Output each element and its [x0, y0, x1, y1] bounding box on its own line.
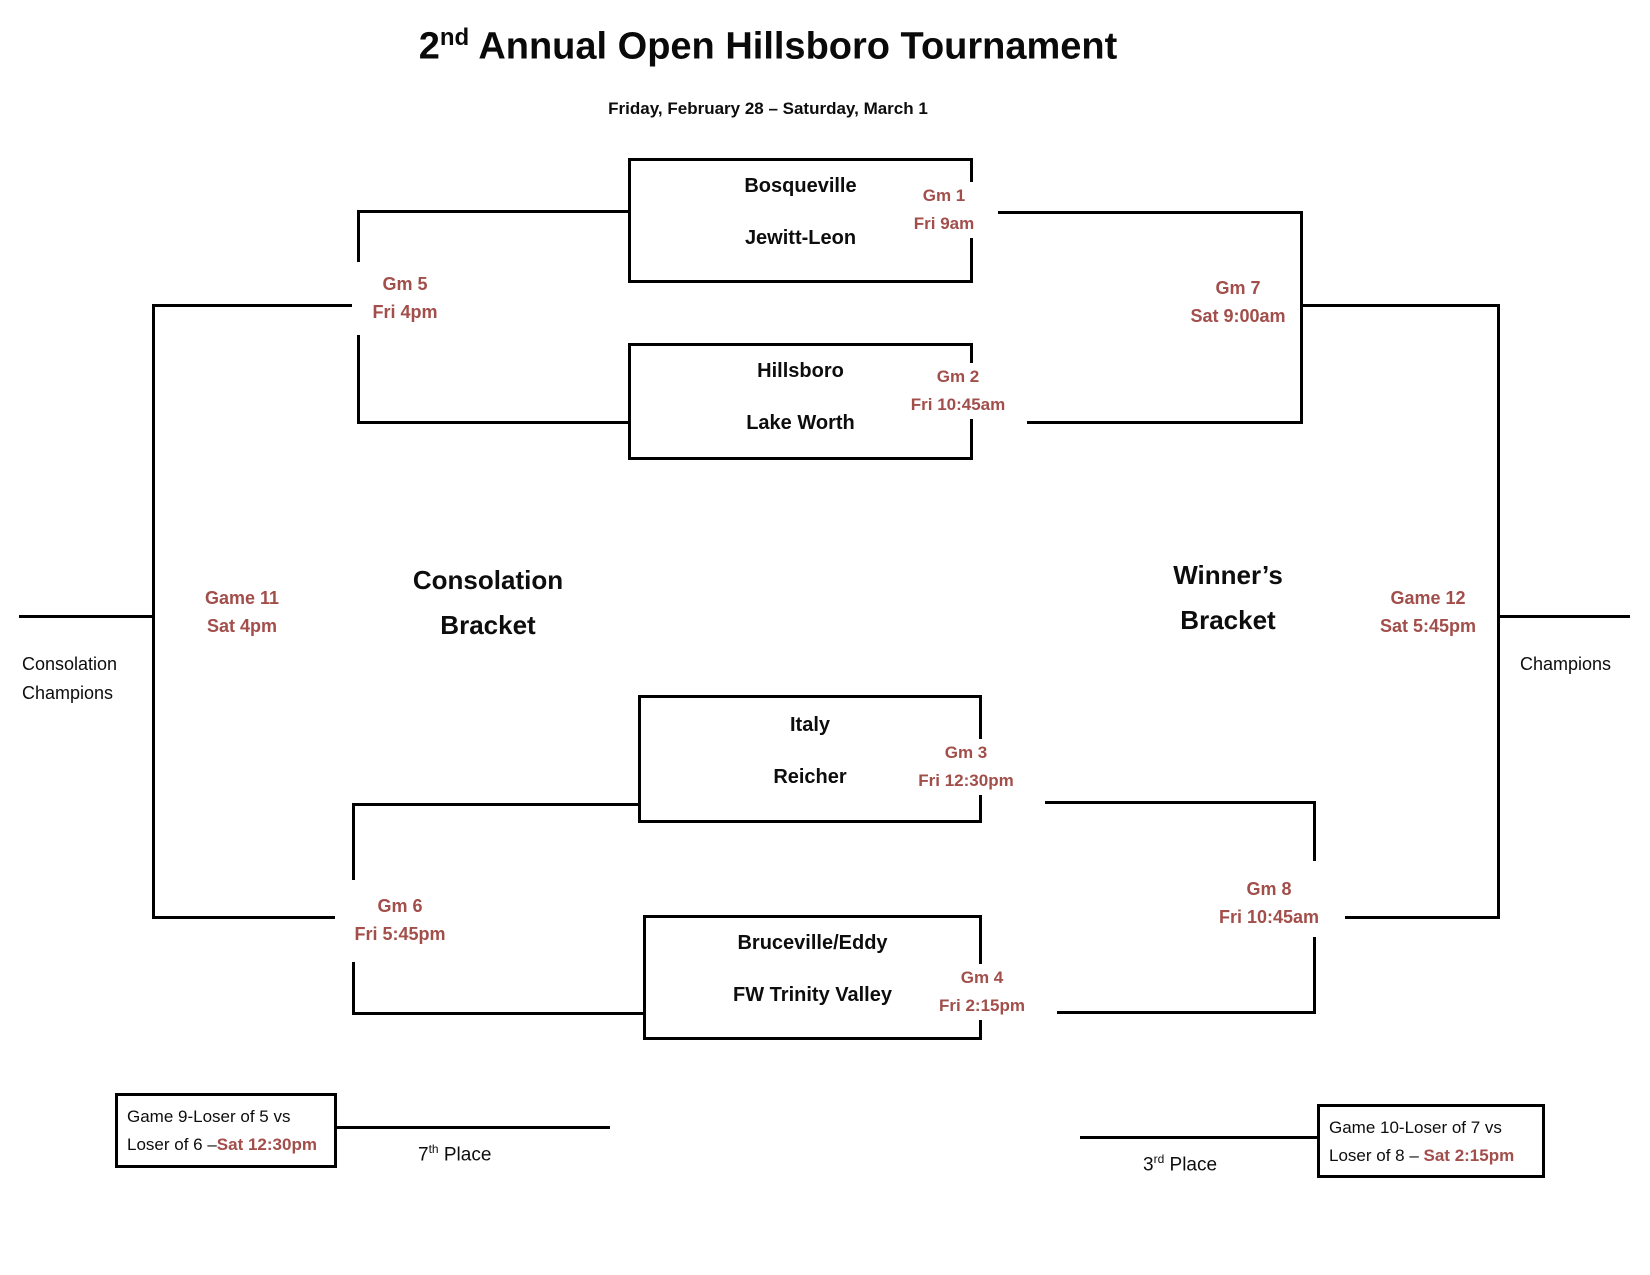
team-name: Italy [789, 714, 831, 736]
connector-line [357, 210, 360, 262]
connector-line [998, 211, 1300, 214]
consolation-champions-label: Consolation Champions [22, 650, 117, 708]
title-number: 2 [418, 25, 440, 68]
game-time: Sat 9:00am [1190, 306, 1286, 326]
game10-line2-black: Loser of 8 – [1329, 1146, 1424, 1165]
place-number: 7 [418, 1144, 429, 1166]
connector-line [357, 335, 360, 424]
game9-line2: Loser of 6 –Sat 12:30pm [127, 1131, 334, 1159]
game10-line2: Loser of 8 – Sat 2:15pm [1329, 1142, 1542, 1170]
connector-line [1300, 211, 1303, 424]
game-time: Sat 5:45pm [1379, 616, 1477, 636]
label-line: Bracket [1180, 605, 1276, 635]
team-name: Hillsboro [757, 360, 844, 382]
game-time: Fri 5:45pm [354, 924, 446, 944]
team-name: Lake Worth [746, 412, 855, 434]
connector-line [1057, 1011, 1313, 1014]
connector-line [357, 421, 628, 424]
seventh-place-label: 7th Place [418, 1142, 491, 1166]
game9-line2-black: Loser of 6 – [127, 1135, 217, 1154]
game-time: Fri 9am [913, 214, 975, 233]
game-number: Gm 2 [936, 367, 980, 386]
game9-box: Game 9-Loser of 5 vs Loser of 6 –Sat 12:… [115, 1093, 337, 1168]
connector-line [352, 1012, 643, 1015]
connector-line [1313, 801, 1316, 861]
game-number: Gm 3 [944, 743, 988, 762]
matchup-box-4: Bruceville/Eddy FW Trinity Valley [643, 915, 982, 1040]
game-label-gm2: Gm 2 Fri 10:45am [904, 363, 1012, 419]
connector-line [352, 803, 355, 880]
title-ordinal: nd [439, 24, 470, 51]
game-number: Gm 7 [1215, 278, 1261, 298]
game-time: Fri 10:45am [910, 395, 1006, 414]
date-subtitle: Friday, February 28 – Saturday, March 1 [608, 99, 928, 118]
connector-line [1027, 421, 1300, 424]
game-number: Gm 1 [922, 186, 966, 205]
place-ordinal: th [428, 1142, 439, 1156]
connector-line [357, 210, 628, 213]
game-label-gm6: Gm 6 Fri 5:45pm [348, 892, 452, 948]
label-line: Winner’s [1173, 560, 1283, 590]
game-time: Fri 4pm [372, 302, 438, 322]
game-label-gm8: Gm 8 Fri 10:45am [1212, 875, 1326, 931]
game-number: Gm 4 [960, 968, 1004, 987]
game-time: Sat 4pm [206, 616, 278, 636]
connector-line [19, 615, 152, 618]
winners-bracket-label: Winner’s Bracket [1128, 553, 1328, 643]
game-number: Gm 5 [382, 274, 428, 294]
place-ordinal: rd [1153, 1152, 1165, 1166]
team-name: Bruceville/Eddy [737, 932, 888, 954]
place-text: Place [1164, 1154, 1218, 1176]
game-label-gm7: Gm 7 Sat 9:00am [1184, 274, 1292, 330]
game10-line1: Game 10-Loser of 7 vs [1329, 1118, 1502, 1137]
connector-line [1045, 801, 1313, 804]
connector-line [1345, 916, 1497, 919]
connector-line [152, 304, 352, 307]
game-label-game11: Game 11 Sat 4pm [198, 584, 286, 640]
label-line: Bracket [440, 610, 536, 640]
team-name: Jewitt-Leon [744, 227, 857, 249]
game-label-gm3: Gm 3 Fri 12:30pm [912, 739, 1020, 795]
game10-line2-red: Sat 2:15pm [1423, 1146, 1515, 1165]
champions-label: Champions [1520, 654, 1612, 674]
game-label-gm5: Gm 5 Fri 4pm [366, 270, 444, 326]
place-text: Place [438, 1144, 492, 1166]
game-time: Fri 2:15pm [939, 996, 1025, 1015]
game-time: Fri 12:30pm [918, 771, 1014, 790]
title-text: Annual Open Hillsboro Tournament [469, 25, 1118, 68]
game-time: Fri 10:45am [1218, 907, 1320, 927]
team-name: FW Trinity Valley [733, 984, 892, 1006]
label-line: Consolation [22, 654, 118, 674]
team-name: Bosqueville [744, 175, 857, 197]
connector-line [352, 803, 638, 806]
connector-line [352, 962, 355, 1015]
third-place-label: 3rd Place [1143, 1152, 1217, 1176]
connector-line [1497, 304, 1500, 919]
connector-line [1313, 937, 1316, 1014]
connector-line [152, 304, 155, 919]
page-title: 2nd Annual Open Hillsboro Tournament [0, 24, 1536, 69]
game9-line1: Game 9-Loser of 5 vs [127, 1107, 291, 1126]
connector-line [1080, 1136, 1317, 1139]
game10-box: Game 10-Loser of 7 vs Loser of 8 – Sat 2… [1317, 1104, 1545, 1178]
connector-line [152, 916, 335, 919]
place-number: 3 [1143, 1154, 1154, 1176]
game-label-gm4: Gm 4 Fri 2:15pm [933, 964, 1031, 1020]
label-line: Champions [22, 683, 114, 703]
connector-line [1300, 304, 1497, 307]
team-name: Reicher [773, 766, 847, 788]
connector-line [1497, 615, 1630, 618]
game-number: Game 11 [204, 588, 280, 608]
consolation-bracket-label: Consolation Bracket [378, 558, 598, 648]
game-number: Game 12 [1390, 588, 1466, 608]
game9-line2-red: Sat 12:30pm [216, 1135, 317, 1154]
game-number: Gm 6 [377, 896, 423, 916]
connector-line [337, 1126, 610, 1129]
game-label-gm1: Gm 1 Fri 9am [907, 182, 981, 238]
label-line: Consolation [412, 565, 564, 595]
game-label-game12: Game 12 Sat 5:45pm [1373, 584, 1483, 640]
game-number: Gm 8 [1246, 879, 1292, 899]
